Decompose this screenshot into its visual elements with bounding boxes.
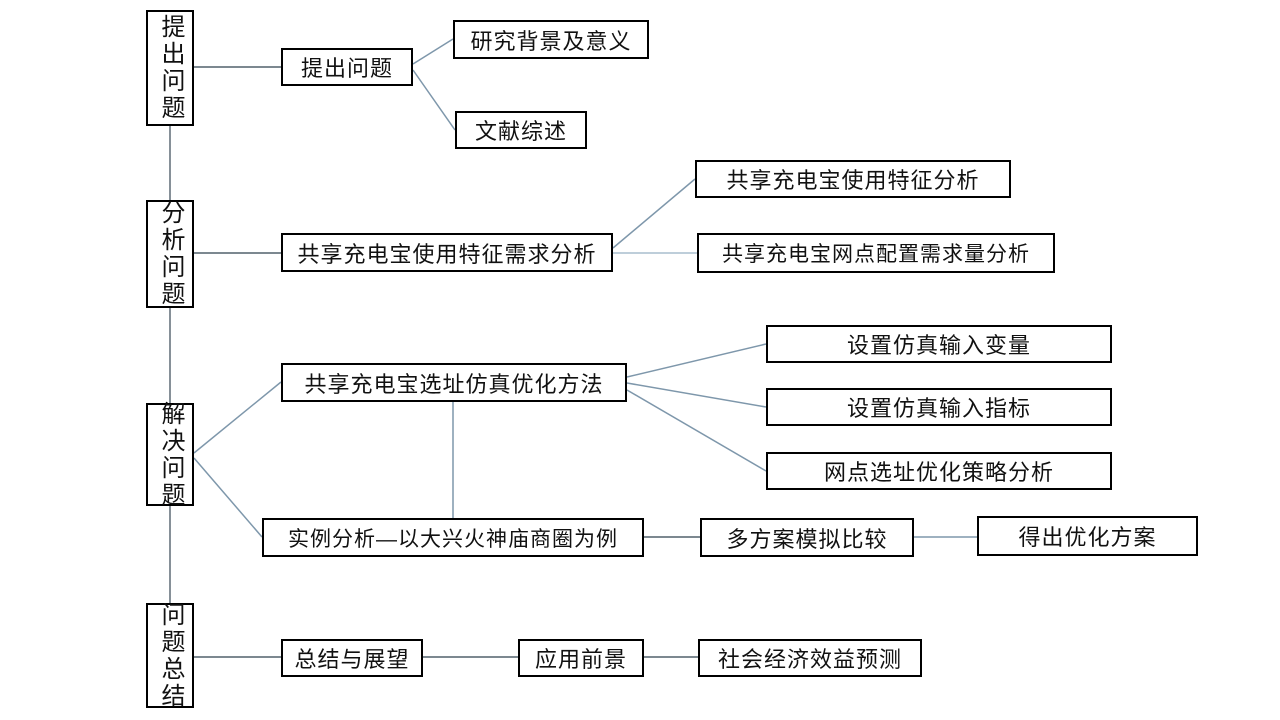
stage-raise-questions: 提出问题 (146, 10, 194, 126)
node-application-prospect: 应用前景 (518, 639, 644, 677)
edge-solve-method (193, 381, 282, 454)
node-optimal-scheme: 得出优化方案 (977, 516, 1198, 556)
edge-raise-background (412, 38, 454, 65)
node-network-demand-analysis: 共享充电宝网点配置需求量分析 (697, 233, 1055, 273)
node-research-background: 研究背景及意义 (453, 20, 649, 59)
node-usage-demand-analysis: 共享充电宝使用特征需求分析 (281, 233, 613, 272)
stage-analyze-problems: 分析问题 (146, 200, 194, 308)
node-socioeconomic-benefit: 社会经济效益预测 (698, 639, 922, 677)
edge-solve-case (193, 457, 263, 538)
edge-method-indicators (626, 382, 767, 408)
node-summary-outlook: 总结与展望 (281, 639, 423, 677)
stage-problem-summary: 问题总结 (146, 602, 194, 710)
node-literature-review: 文献综述 (455, 111, 587, 149)
node-siting-method: 共享充电宝选址仿真优化方法 (281, 363, 627, 402)
node-sim-input-variables: 设置仿真输入变量 (766, 325, 1112, 363)
node-sim-input-indicators: 设置仿真输入指标 (766, 388, 1112, 426)
node-usage-feature-analysis: 共享充电宝使用特征分析 (695, 160, 1011, 198)
edge-method-strategy (626, 389, 767, 472)
edge-method-variables (626, 343, 767, 378)
node-siting-strategy-analysis: 网点选址优化策略分析 (766, 452, 1112, 490)
node-case-study: 实例分析—以大兴火神庙商圈为例 (262, 518, 644, 557)
edge-raise-literature (412, 69, 456, 131)
node-multi-scheme-comparison: 多方案模拟比较 (700, 518, 914, 557)
node-raise-questions: 提出问题 (281, 48, 413, 86)
stage-solve-problems: 解决问题 (146, 401, 194, 509)
edge-demand-usage (612, 178, 696, 249)
